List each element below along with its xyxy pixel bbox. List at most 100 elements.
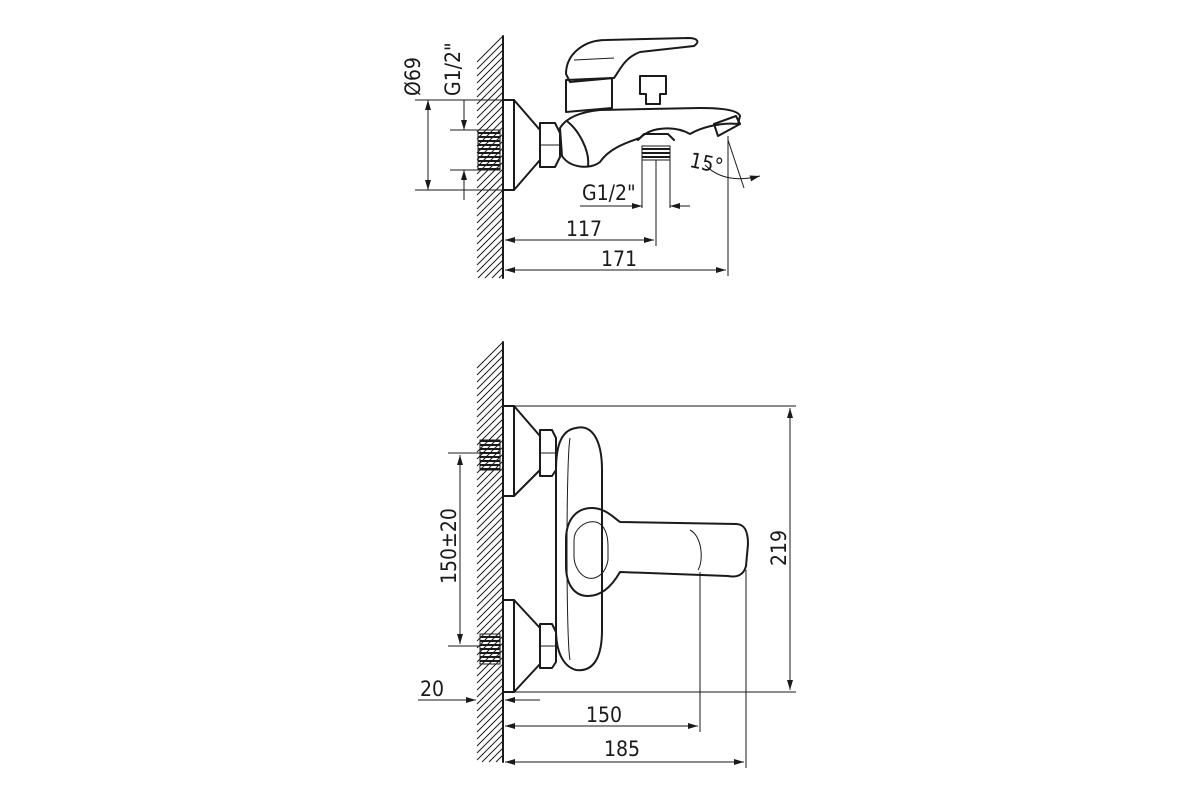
hatch-line — [476, 355, 504, 383]
hatch-line — [476, 182, 504, 210]
hatch-line — [476, 231, 504, 259]
nut-side — [539, 122, 561, 168]
hatch-line — [476, 558, 504, 586]
hatch-line — [476, 383, 504, 411]
hatch-line — [476, 719, 504, 747]
hatch-line — [476, 411, 504, 439]
hatch-line — [476, 677, 504, 705]
hatch-line — [476, 42, 504, 70]
hatch-line — [476, 509, 504, 537]
hatch-line — [476, 49, 504, 77]
hatch-line — [476, 726, 504, 754]
hatch-line — [476, 362, 504, 390]
hatch-line — [476, 733, 504, 761]
hatch-line — [481, 740, 504, 763]
hatch-line — [476, 523, 504, 551]
diverter-knob-side — [639, 75, 667, 105]
hatch-line — [476, 376, 504, 404]
hatch-line — [476, 502, 504, 530]
hatch-line — [476, 551, 504, 579]
hatch-line — [476, 467, 504, 495]
hatch-line — [476, 203, 504, 231]
escutcheon-side — [502, 99, 541, 191]
hatch-line — [476, 217, 504, 245]
hatch-line — [498, 273, 504, 279]
nut-lower — [539, 623, 557, 669]
hatch-line — [476, 607, 504, 635]
hatch-line — [476, 537, 504, 565]
mixer-body-side — [559, 107, 741, 168]
hatch-line — [476, 56, 504, 84]
hatch-line — [476, 168, 504, 196]
hatch-line — [476, 670, 504, 698]
hatch-line — [476, 488, 504, 516]
hatch-line — [476, 84, 504, 112]
hatch-line — [476, 105, 504, 133]
hatch-line — [488, 747, 504, 763]
hatch-line — [476, 238, 504, 266]
inlet-thread-lower — [479, 633, 501, 665]
dim-lever-reach: 150 — [586, 703, 622, 727]
dim-thread-inlet: G1/2" — [441, 42, 465, 96]
hatch-line — [476, 530, 504, 558]
escutcheon-upper — [502, 405, 541, 497]
hatch-line — [476, 586, 504, 614]
dim-height: 219 — [767, 530, 791, 566]
hatch-line — [476, 390, 504, 418]
lever-side — [565, 37, 699, 83]
hatch-line — [476, 397, 504, 425]
hatch-line — [491, 266, 504, 279]
dim-thread-outlet: G1/2" — [582, 181, 636, 205]
hatch-line — [476, 224, 504, 252]
hatch-line — [476, 495, 504, 523]
dim-angle: 15° — [688, 148, 726, 178]
hatch-line — [476, 600, 504, 628]
inlet-thread-side — [477, 129, 501, 171]
hatch-line — [476, 544, 504, 572]
hatch-line — [476, 63, 504, 91]
hatch-line — [476, 341, 504, 369]
dim-diameter: Ø69 — [401, 57, 425, 96]
hatch-line — [476, 175, 504, 203]
shower-outlet-side — [637, 133, 675, 141]
inlet-thread-upper — [479, 439, 501, 471]
hatch-line — [476, 210, 504, 238]
hatch-line — [476, 663, 504, 691]
dim-117: 117 — [566, 217, 602, 241]
side-view: Ø69 G1/2" G1/2" 117 171 15° — [401, 35, 761, 279]
wall-hatch-bottom — [476, 341, 504, 763]
spout-tip — [713, 115, 741, 137]
dim-centers: 150±20 — [437, 508, 461, 584]
front-view: 150±20 219 20 150 185 — [418, 341, 796, 768]
lever-front — [565, 507, 749, 597]
dim-171: 171 — [601, 247, 637, 271]
hatch-line — [476, 369, 504, 397]
hatch-line — [484, 259, 504, 279]
hatch-line — [476, 565, 504, 593]
dim-offset: 20 — [420, 677, 444, 701]
hatch-line — [476, 91, 504, 119]
hatch-line — [476, 189, 504, 217]
hatch-line — [476, 35, 504, 63]
hatch-line — [476, 70, 504, 98]
hatch-line — [476, 698, 504, 726]
hatch-line — [476, 572, 504, 600]
hatch-line — [476, 516, 504, 544]
hatch-line — [477, 252, 504, 279]
hatch-line — [476, 712, 504, 740]
hatch-line — [495, 754, 504, 763]
hatch-line — [476, 705, 504, 733]
hatch-line — [476, 196, 504, 224]
hatch-line — [476, 98, 504, 126]
hatch-line — [476, 691, 504, 719]
mixer-body-front — [555, 426, 603, 672]
hatch-line — [476, 474, 504, 502]
hatch-line — [476, 348, 504, 376]
hatch-line — [476, 593, 504, 621]
escutcheon-lower — [502, 599, 541, 693]
dim-total-reach: 185 — [604, 737, 640, 761]
hatch-line — [476, 245, 504, 273]
hatch-line — [476, 481, 504, 509]
hatch-line — [476, 404, 504, 432]
